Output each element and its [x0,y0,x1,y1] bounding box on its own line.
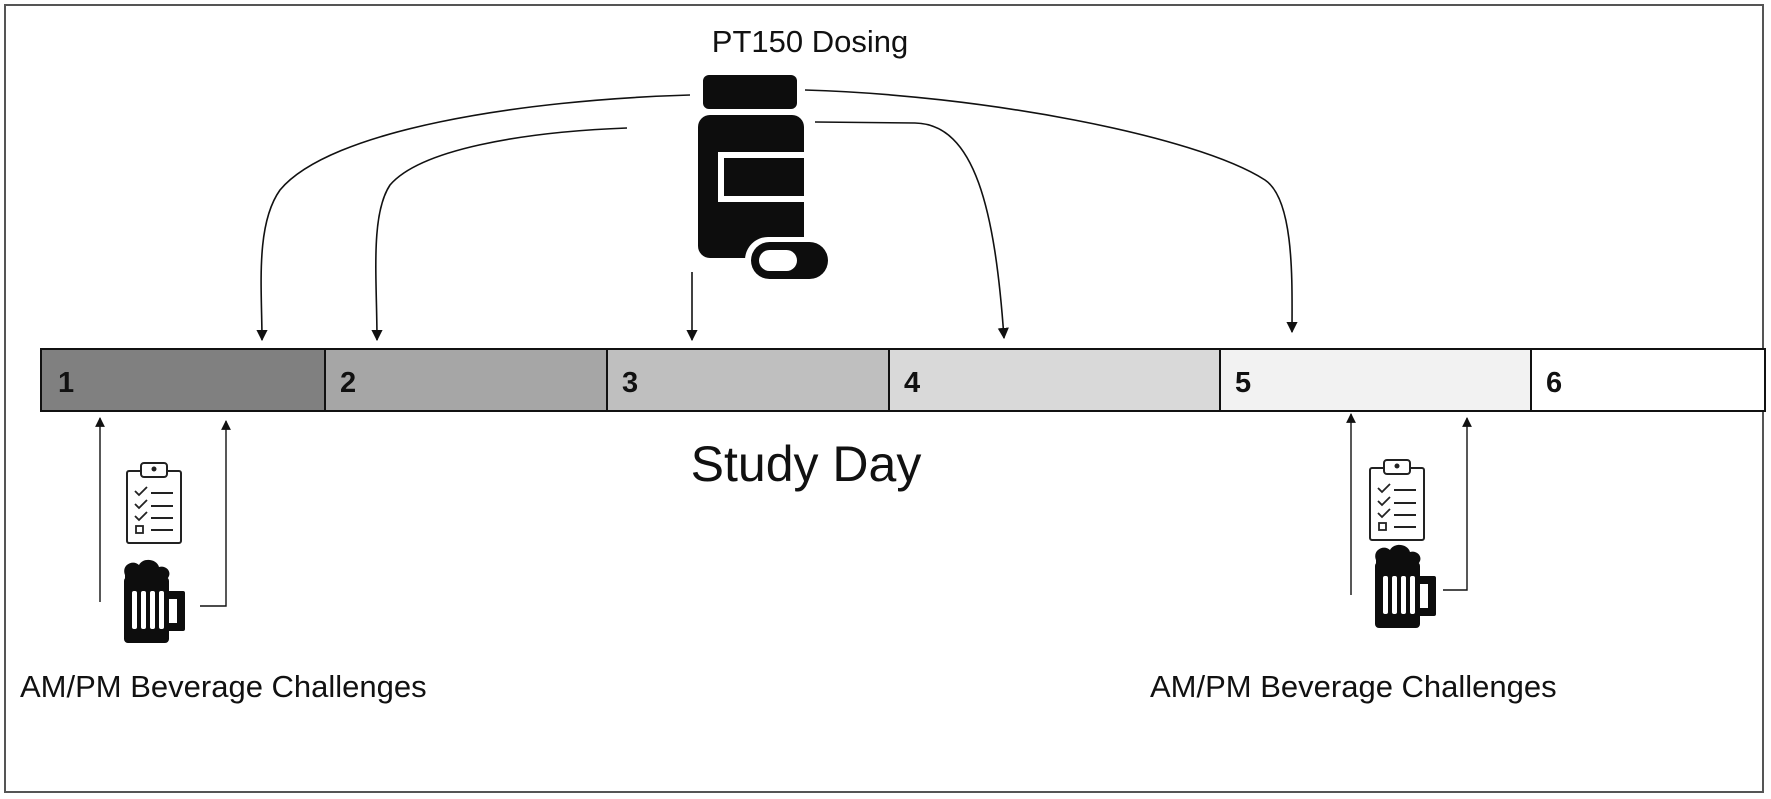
challenge-arrows-day-1 [95,417,231,607]
pill-bottle-icon [698,75,833,283]
challenge-label-day-1: AM/PM Beverage Challenges [20,669,427,704]
challenge-arrows-day-5 [1346,413,1472,595]
dosing-title: PT150 Dosing [711,24,909,59]
study-day-axis-label: Study Day [690,436,922,492]
pm-challenge-arrow-day-1 [200,420,231,607]
day-label-3: 3 [622,367,638,399]
day-label-6: 6 [1546,367,1562,399]
day-label-1: 1 [58,367,74,399]
day-segment-4 [888,348,1221,412]
dosing-arrow-day-5 [804,89,1298,334]
day-segment-6 [1530,348,1766,412]
day-segment-5 [1219,348,1532,412]
challenge-label-day-5: AM/PM Beverage Challenges [1150,669,1557,704]
pm-challenge-arrow-day-5 [1443,417,1472,591]
dosing-arrows [256,89,1298,342]
dosing-arrow-day-4 [814,121,1009,340]
beer-mug-icon [124,559,185,643]
day-segment-2 [324,348,608,412]
day-label-5: 5 [1235,367,1251,399]
day-label-2: 2 [340,367,356,399]
day-label-4: 4 [904,367,920,399]
clipboard-checklist-icon [1369,459,1425,541]
dosing-arrow-day-1 [256,94,691,342]
day-segment-1 [40,348,326,412]
dosing-arrow-day-2 [371,127,628,342]
day-segment-3 [606,348,890,412]
beer-mug-icon [1375,544,1436,628]
timeline-bar: 1 2 3 4 5 6 [40,348,1766,412]
clipboard-checklist-icon [126,462,182,544]
